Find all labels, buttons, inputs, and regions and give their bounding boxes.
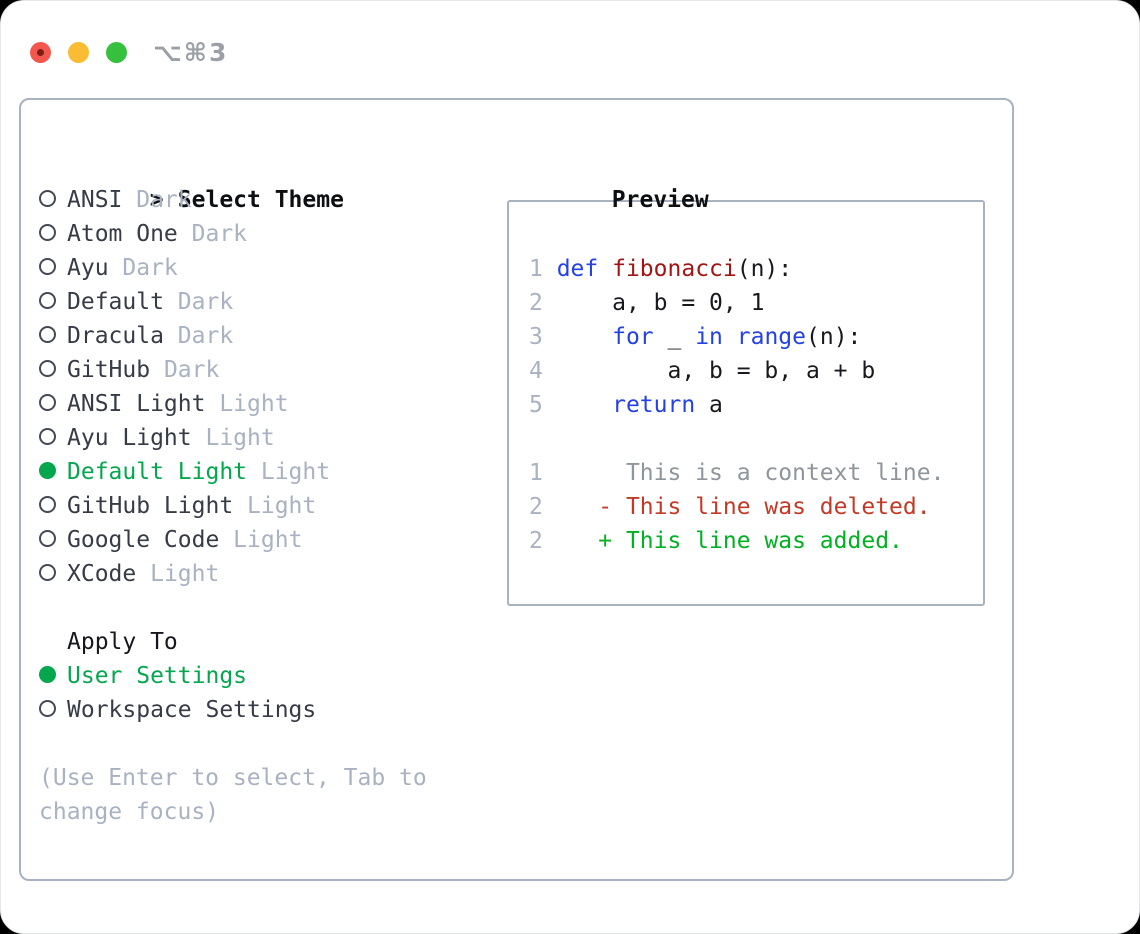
- theme-option-ansi[interactable]: ANSI Dark: [39, 183, 501, 217]
- preview-code: 1 def fibonacci(n): 2 a, b = 0, 1 3 for _ …: [529, 252, 983, 422]
- theme-option-atom-one[interactable]: Atom One Dark: [39, 217, 501, 251]
- radio-icon: [39, 183, 67, 217]
- title-bar: ⌥⌘3: [1, 1, 1139, 77]
- line-number: 2: [529, 494, 599, 520]
- theme-variant: Dark: [177, 221, 248, 247]
- spacer: [39, 591, 501, 625]
- theme-variant: Light: [205, 391, 289, 417]
- diff-text: - This line was deleted.: [598, 494, 931, 520]
- theme-name: ANSI: [67, 187, 123, 213]
- preview-heading: Preview: [611, 187, 709, 213]
- radio-icon: [39, 353, 67, 387]
- theme-variant: Light: [191, 425, 275, 451]
- radio-icon: [39, 523, 67, 557]
- theme-name: Default Light: [67, 459, 248, 485]
- line-number: 1: [529, 256, 557, 282]
- theme-variant: Light: [136, 561, 220, 587]
- diff-line-deleted: 2 - This line was deleted.: [529, 490, 983, 524]
- select-theme-header-row: > Select Theme: [39, 149, 501, 213]
- theme-option-xcode[interactable]: XCode Light: [39, 557, 501, 591]
- radio-selected-icon: [39, 659, 67, 693]
- theme-name: ANSI Light: [67, 391, 206, 417]
- minimize-button[interactable]: [68, 41, 89, 63]
- line-number: 5: [529, 392, 557, 418]
- theme-variant: Light: [233, 493, 317, 519]
- apply-option-label: Workspace Settings: [67, 697, 317, 723]
- radio-icon: [39, 387, 67, 421]
- theme-variant: Dark: [163, 323, 234, 349]
- line-number: 3: [529, 324, 557, 350]
- apply-option-workspace-settings[interactable]: Workspace Settings: [39, 693, 501, 727]
- theme-option-github-light[interactable]: GitHub Light Light: [39, 489, 501, 523]
- preview-column: Preview 1 def fibonacci(n): 2 a, b = 0, 1…: [501, 149, 1012, 879]
- theme-variant: Dark: [122, 187, 192, 213]
- code-line: 3 for _ in range(n):: [529, 324, 862, 350]
- theme-variant: Light: [219, 527, 303, 553]
- code-line: 5 return a: [529, 392, 723, 418]
- radio-icon: [39, 557, 67, 591]
- close-button[interactable]: [30, 41, 51, 63]
- preview-diff: 1 This is a context line.2 - This line w…: [529, 456, 983, 558]
- theme-option-default[interactable]: Default Dark: [39, 285, 501, 319]
- code-line: 4 a, b = b, a + b: [529, 358, 876, 384]
- spacer: [39, 727, 501, 761]
- theme-option-ansi-light[interactable]: ANSI Light Light: [39, 387, 501, 421]
- theme-name: Default: [67, 289, 164, 315]
- diff-text: This is a context line.: [598, 460, 945, 486]
- line-number: 4: [529, 358, 557, 384]
- code-line: 1 def fibonacci(n):: [529, 256, 793, 282]
- line-number: 2: [529, 290, 557, 316]
- theme-name: Ayu Light: [67, 425, 192, 451]
- theme-name: Atom One: [67, 221, 178, 247]
- theme-name: GitHub Light: [67, 493, 234, 519]
- radio-icon: [39, 421, 67, 455]
- theme-option-github[interactable]: GitHub Dark: [39, 353, 501, 387]
- radio-icon: [39, 489, 67, 523]
- select-theme-heading: Select Theme: [177, 187, 344, 213]
- diff-line-context: 1 This is a context line.: [529, 456, 983, 490]
- diff-text: + This line was added.: [598, 528, 903, 554]
- apply-to-heading: Apply To: [67, 629, 178, 655]
- theme-name: Dracula: [67, 323, 164, 349]
- zoom-button[interactable]: [106, 41, 127, 63]
- radio-icon: [39, 319, 67, 353]
- theme-variant: Light: [247, 459, 331, 485]
- help-text: (Use Enter to select, Tab to change focu…: [39, 765, 427, 825]
- theme-name: XCode: [67, 561, 137, 587]
- theme-name: Ayu: [67, 255, 109, 281]
- radio-icon: [39, 285, 67, 319]
- radio-icon: [39, 217, 67, 251]
- theme-option-ayu[interactable]: Ayu Dark: [39, 251, 501, 285]
- line-number: 2: [529, 528, 599, 554]
- window-title: ⌥⌘3: [153, 37, 229, 67]
- theme-option-default-light[interactable]: Default Light Light: [39, 455, 501, 489]
- theme-variant: Dark: [163, 289, 234, 315]
- theme-variant: Dark: [150, 357, 220, 383]
- focus-caret: >: [149, 187, 164, 213]
- theme-option-ayu-light[interactable]: Ayu Light Light: [39, 421, 501, 455]
- code-line: 2 a, b = 0, 1: [529, 290, 765, 316]
- theme-name: Google Code: [67, 527, 220, 553]
- apply-option-user-settings[interactable]: User Settings: [39, 659, 501, 693]
- radio-icon: [39, 693, 67, 727]
- preview-header-row: Preview: [501, 149, 1012, 213]
- theme-name: GitHub: [67, 357, 151, 383]
- diff-line-added: 2 + This line was added.: [529, 524, 983, 558]
- apply-option-label: User Settings: [67, 663, 248, 689]
- theme-variant: Dark: [108, 255, 178, 281]
- preview-box: 1 def fibonacci(n): 2 a, b = 0, 1 3 for _ …: [507, 200, 985, 606]
- radio-icon: [39, 251, 67, 285]
- theme-option-google-code[interactable]: Google Code Light: [39, 523, 501, 557]
- line-number: 1: [529, 460, 599, 486]
- theme-option-dracula[interactable]: Dracula Dark: [39, 319, 501, 353]
- blank-line: [529, 422, 983, 456]
- radio-selected-icon: [39, 455, 67, 489]
